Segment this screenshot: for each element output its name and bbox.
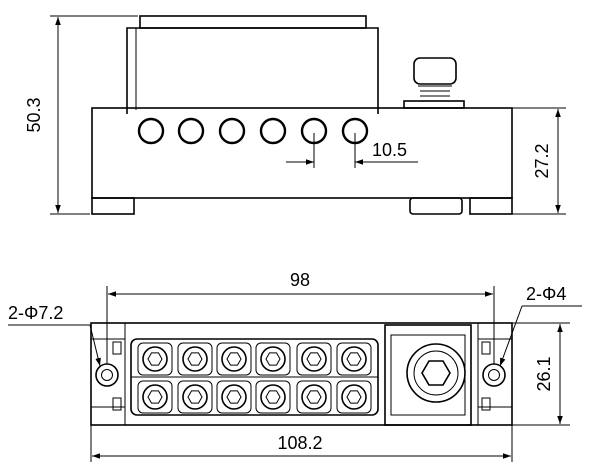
terminal-screws: [137, 342, 372, 414]
overall-height-label: 50.3: [24, 97, 44, 132]
tab-br: [481, 397, 491, 411]
big-screw-outer: [406, 343, 466, 403]
top-view: 98 108.2 26.1 2-Φ7.2 2-Φ4: [8, 270, 582, 462]
hole-3: [218, 117, 246, 145]
hole-1: [137, 117, 165, 145]
screw-head-icon: [413, 57, 457, 85]
terminal-screw-icon: [216, 380, 252, 414]
mount-hole-left-inner: [101, 369, 113, 381]
mount-hole-right: [482, 363, 506, 387]
terminal-screw-icon: [177, 380, 213, 414]
screw-bottom-nut: [409, 197, 463, 215]
terminal-screw-icon: [216, 342, 252, 376]
overall-length-label: 108.2: [277, 433, 322, 453]
mount-hole-left: [95, 363, 119, 387]
tab-bl: [112, 397, 122, 411]
screw-block: [384, 324, 472, 426]
lower-block: [91, 107, 513, 199]
screw-block-inner: [390, 334, 466, 416]
top-strip: [139, 15, 367, 29]
upper-housing: [126, 27, 379, 114]
mount-hole-right-inner: [488, 369, 500, 381]
hole-2: [177, 117, 205, 145]
screw-thread-icon: [418, 85, 452, 102]
terminal-screw-icon: [296, 342, 332, 376]
side-view: 10.5 50.3 27.2: [24, 15, 566, 215]
terminal-screw-icon: [296, 380, 332, 414]
depth-label: 26.1: [534, 356, 554, 391]
terminal-screw-icon: [255, 342, 291, 376]
terminal-screw-icon: [255, 380, 291, 414]
big-screw-ring: [413, 350, 459, 396]
mount-hole-leader: [89, 324, 101, 367]
hole-spacing-label: 98: [290, 270, 310, 290]
terminal-screw-icon: [177, 342, 213, 376]
hole-4: [259, 117, 287, 145]
block-height-label: 27.2: [532, 143, 552, 178]
screw-washer: [403, 100, 465, 109]
pitch-dimension-label: 10.5: [372, 140, 407, 160]
tab-tr: [481, 341, 491, 355]
mount-hole-callout: 2-Φ7.2: [8, 303, 63, 323]
terminal-screw-icon: [137, 380, 173, 414]
terminal-holes: [137, 117, 369, 145]
foot-left: [91, 197, 135, 215]
foot-right: [469, 197, 513, 215]
tab-tl: [112, 341, 122, 355]
hex-socket-icon: [421, 360, 451, 386]
terminal-screw-icon: [336, 342, 372, 376]
screw-callout: 2-Φ4: [526, 284, 566, 304]
screw-leader: [499, 305, 523, 367]
terminal-screw-icon: [336, 380, 372, 414]
terminal-screw-icon: [137, 342, 173, 376]
